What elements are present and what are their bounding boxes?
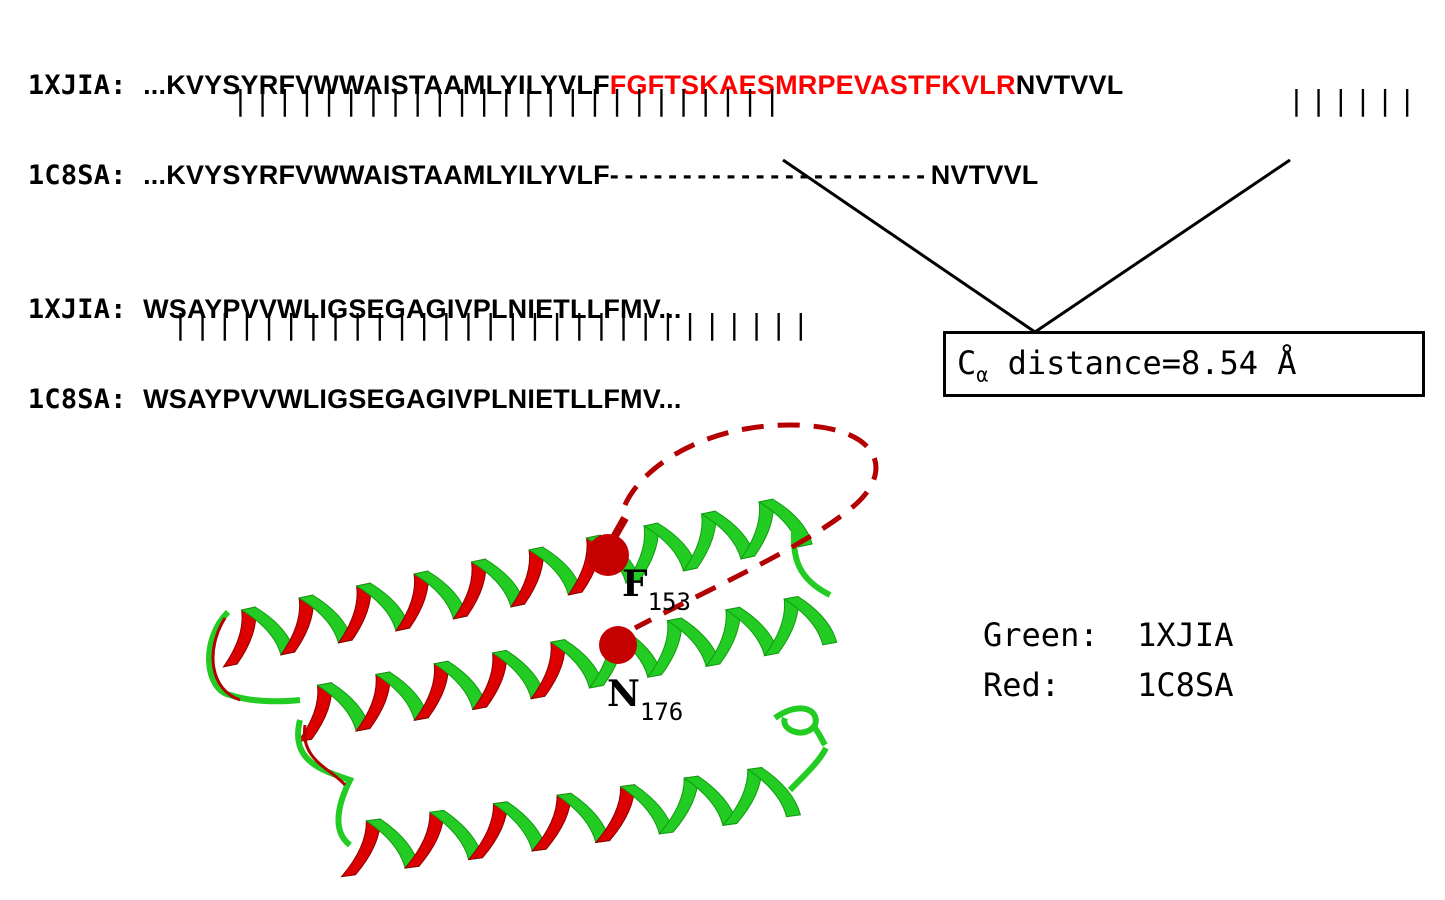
loop-lower-left: [295, 719, 355, 848]
distance-label: Cα distance=8.54 Å: [957, 344, 1297, 386]
residue-letter: F: [622, 563, 648, 605]
alignment-row2-top: 1XJIA: WSAYPVVWLIGSEGAGIVPLNIETLLFMV...: [14, 264, 682, 325]
residue-label-n176: N176: [607, 673, 683, 726]
connector-line-right: [1034, 158, 1291, 334]
helix-segment: [782, 596, 838, 646]
helix-segment: [757, 498, 813, 548]
seq-label-1xjia: 1XJIA:: [27, 294, 127, 325]
residue-number: 153: [647, 588, 691, 616]
seq-1c8sa-left: KVYSYRFVWWAISTAAMLYILYVLF: [166, 160, 610, 190]
helix-segment: [340, 818, 381, 878]
legend-red: Red: 1C8SA: [983, 666, 1234, 704]
alignment-row2-bottom: 1C8SA: WSAYPVVWLIGSEGAGIVPLNIETLLFMV...: [14, 354, 682, 415]
alignment-row1-bottom: 1C8SA: ...KVYSYRFVWWAISTAAMLYILYVLF-----…: [14, 130, 1039, 191]
f153-marker: [587, 534, 629, 576]
seq-label-1c8sa: 1C8SA:: [27, 384, 127, 415]
seq-1c8sa-right: NVTVVL: [930, 160, 1039, 190]
seq-label-1c8sa: 1C8SA:: [27, 160, 127, 191]
alignment-row1-match-left: |||||||||||||||||||||||||: [232, 84, 786, 117]
loop-left-red: [211, 617, 241, 702]
alignment-row2-match: |||||||||||||||||||||||||||||: [172, 308, 815, 341]
legend: Green: 1XJIA Red: 1C8SA: [983, 610, 1233, 710]
connector-line-left: [782, 158, 1036, 334]
n176-marker: [599, 626, 637, 664]
helix-segment: [746, 767, 802, 818]
alignment-row1-match-right: ||||||: [1288, 84, 1421, 117]
loop-lower-left-red: [303, 724, 347, 787]
distance-value: distance=8.54 Å: [988, 344, 1297, 382]
distance-box: [943, 331, 1425, 397]
seq-1c8sa-gap: ----------------------: [609, 160, 931, 190]
seq-1xjia-right: NVTVVL: [1015, 70, 1124, 100]
seq-prefix: ...: [143, 160, 167, 190]
seq-1xjia-insertion: FGFTSKAESMRPEVASTFKVLR: [609, 70, 1016, 100]
legend-green: Green: 1XJIA: [983, 616, 1234, 654]
loop-right-bottom: [773, 705, 828, 747]
seq-1c8sa-row2: WSAYPVVWLIGSEGAGIVPLNIETLLFMV...: [143, 384, 682, 414]
seq-label-1xjia: 1XJIA:: [27, 70, 127, 101]
missing-loop-dashed: [622, 422, 879, 631]
loop-right-top: [790, 519, 832, 598]
protein-ribbon: [222, 498, 838, 878]
seq-1xjia-left: KVYSYRFVWWAISTAAMLYILYVLF: [166, 70, 610, 100]
loop-bottom-right: [787, 746, 829, 793]
c-alpha-symbol: C: [957, 344, 977, 382]
residue-label-f153: F153: [622, 563, 691, 616]
c-alpha-subscript: α: [976, 362, 989, 387]
helix-top: [222, 498, 813, 668]
seq-1xjia-row2: WSAYPVVWLIGSEGAGIVPLNIETLLFMV...: [143, 294, 682, 324]
residue-number: 176: [639, 698, 684, 726]
seq-prefix: ...: [143, 70, 167, 100]
helix-middle: [296, 595, 838, 743]
alignment-row1-top: 1XJIA: ...KVYSYRFVWWAISTAAMLYILYVLFFGFTS…: [14, 40, 1123, 101]
helix-bottom: [340, 767, 802, 878]
residue-letter: N: [607, 673, 640, 715]
